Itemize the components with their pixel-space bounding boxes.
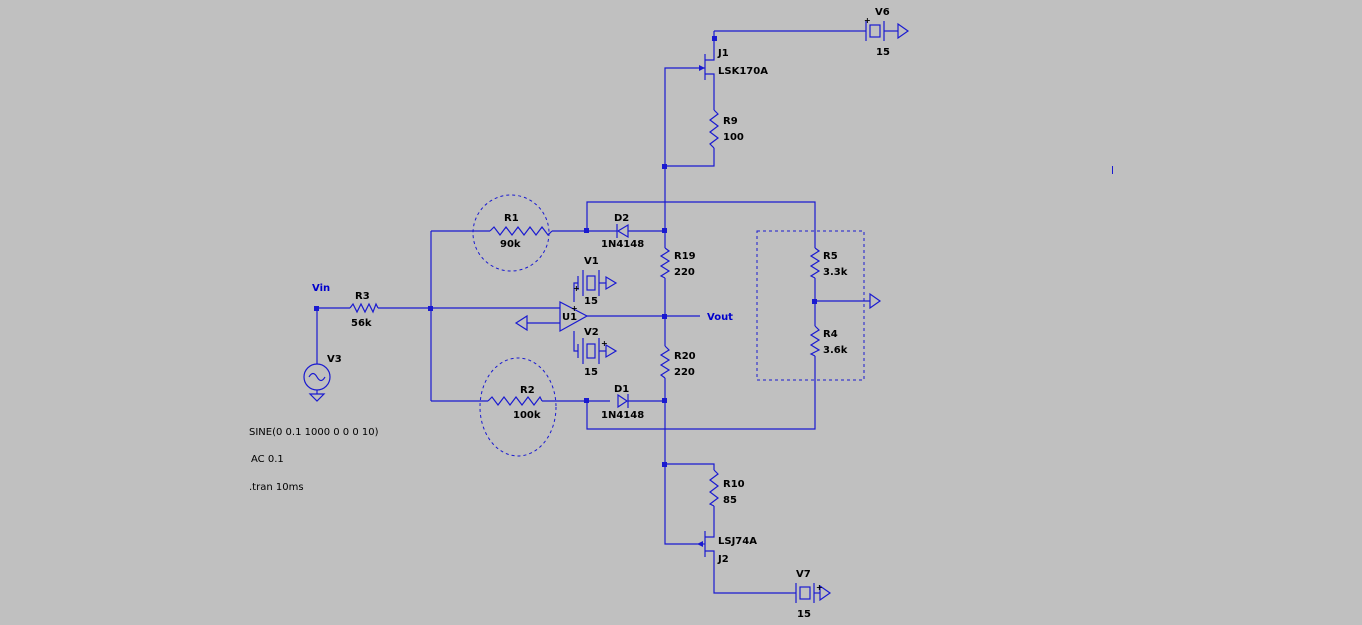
battery-v2[interactable] [577, 338, 618, 364]
r2-ref: R2 [520, 385, 535, 396]
battery-v1[interactable] [577, 270, 618, 296]
battery-v6[interactable] [850, 21, 910, 41]
v6-ref: V6 [875, 7, 890, 18]
v3-ref: V3 [327, 354, 342, 365]
d2-ref: D2 [614, 213, 629, 224]
vin-label: Vin [312, 283, 330, 294]
resistor-r10[interactable] [708, 469, 719, 507]
v2-ref: V2 [584, 327, 599, 338]
wires [316, 30, 870, 594]
r9-value: 100 [723, 132, 744, 143]
j2-ref: J2 [717, 554, 729, 565]
v2-value: 15 [584, 367, 598, 378]
r3-ref: R3 [355, 291, 370, 302]
highlight-circle-r1 [472, 194, 550, 272]
r19-value: 220 [674, 267, 695, 278]
jfet-j1[interactable] [697, 38, 715, 97]
d1-ref: D1 [614, 384, 629, 395]
r5-value: 3.3k [823, 267, 848, 278]
resistor-r5[interactable] [809, 247, 821, 279]
r5-ref: R5 [823, 251, 838, 262]
resistor-r2[interactable] [487, 395, 543, 406]
r20-ref: R20 [674, 351, 696, 362]
v7-ref: V7 [796, 569, 811, 580]
d2-value: 1N4148 [601, 239, 644, 250]
r10-value: 85 [723, 495, 737, 506]
r10-ref: R10 [723, 479, 745, 490]
r2-value: 100k [513, 410, 541, 421]
j1-value: LSK170A [718, 66, 768, 77]
resistor-r3[interactable] [349, 302, 379, 314]
resistor-r1[interactable] [489, 226, 553, 236]
tran-directive[interactable]: .tran 10ms [249, 482, 304, 493]
ac-directive[interactable]: AC 0.1 [251, 454, 284, 465]
r3-value: 56k [351, 318, 372, 329]
resistor-r20[interactable] [659, 345, 671, 379]
r9-ref: R9 [723, 116, 738, 127]
j2-value: LSJ74A [718, 536, 757, 547]
u1-ref: U1 [562, 312, 577, 323]
v1-value: 15 [584, 296, 598, 307]
opamp-u1[interactable] [559, 301, 589, 333]
resistor-r9[interactable] [709, 109, 719, 149]
source-directive[interactable]: SINE(0 0.1 1000 0 0 0 10) [249, 427, 379, 438]
battery-v7[interactable] [790, 583, 832, 603]
r4-value: 3.6k [823, 345, 848, 356]
v6-value: 15 [876, 47, 890, 58]
jfet-j2[interactable] [697, 528, 715, 560]
resistor-r4[interactable] [809, 325, 821, 357]
d1-value: 1N4148 [601, 410, 644, 421]
divider-output-flag [869, 292, 882, 310]
v6-plus: + [864, 16, 871, 25]
v2-plus: + [601, 339, 608, 348]
r1-ref: R1 [504, 213, 519, 224]
source-v3[interactable] [303, 363, 331, 402]
v1-ref: V1 [584, 256, 599, 267]
ground-symbol [514, 314, 528, 332]
r1-value: 90k [500, 239, 521, 250]
diode-d1[interactable] [617, 393, 629, 409]
vout-label: Vout [707, 312, 733, 323]
diode-d2[interactable] [610, 223, 629, 239]
v7-plus: + [816, 583, 823, 592]
resistor-r19[interactable] [659, 247, 671, 279]
highlight-box-divider [756, 230, 865, 381]
u1-plus: + [571, 304, 578, 313]
highlight-circle-r2 [479, 357, 557, 457]
j1-ref: J1 [717, 48, 729, 59]
v7-value: 15 [797, 609, 811, 620]
r19-ref: R19 [674, 251, 696, 262]
r4-ref: R4 [823, 329, 838, 340]
r20-value: 220 [674, 367, 695, 378]
v1-plus: + [573, 284, 580, 293]
